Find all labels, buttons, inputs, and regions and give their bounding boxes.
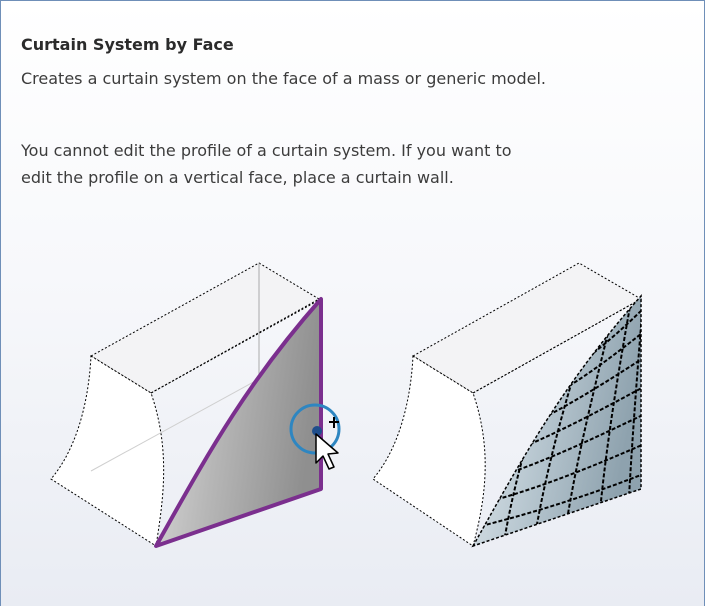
tooltip-description: Creates a curtain system on the face of … (21, 69, 546, 88)
tooltip-title: Curtain System by Face (21, 35, 234, 54)
tooltip-illustration (50, 262, 643, 548)
cursor-pointer-icon (315, 433, 339, 470)
tooltip-note-line-1: You cannot edit the profile of a curtain… (21, 141, 512, 160)
tooltip-note: You cannot edit the profile of a curtain… (21, 137, 512, 191)
tooltip-note-line-2: edit the profile on a vertical face, pla… (21, 168, 454, 187)
curtain-system-after-illustration (372, 262, 643, 548)
pick-target-icon (289, 403, 341, 455)
mass-before-illustration (50, 262, 323, 548)
